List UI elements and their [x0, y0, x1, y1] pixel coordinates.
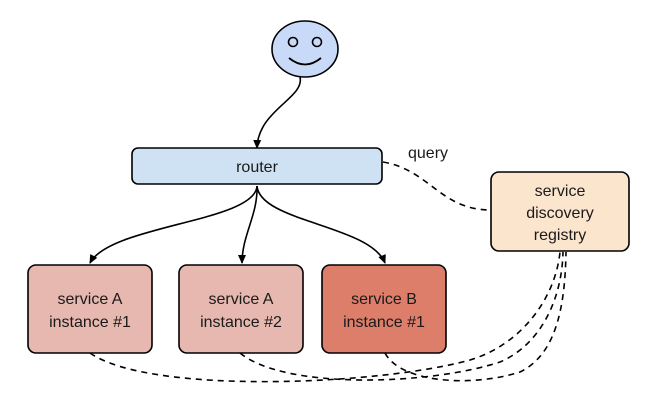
arrow-router-to-service-a2: [238, 185, 258, 264]
service-a-instance-1-label-line-1: service A: [58, 291, 123, 308]
arrow-router-to-service-b1: [256, 185, 386, 264]
registration-line-service-b1: [384, 251, 567, 382]
query-label: query: [408, 145, 448, 162]
service-b-instance-1-label-line-1: service B: [351, 291, 417, 308]
registry-label-line-1: service: [535, 183, 586, 200]
service-a-instance-2-label-line-2: instance #2: [200, 314, 282, 331]
registration-line-service-a2: [239, 251, 564, 381]
arrow-router-to-service-a1: [89, 185, 258, 264]
service-b-instance-1-node: service B instance #1: [321, 264, 447, 354]
service-a-instance-1-node: service A instance #1: [27, 264, 153, 354]
service-b-instance-1-label-line-2: instance #1: [343, 314, 425, 331]
router-node: router: [131, 147, 383, 185]
user-smiley-icon: [271, 20, 339, 78]
service-discovery-registry-node: service discovery registry: [490, 171, 630, 252]
registry-label-line-2: discovery: [526, 205, 594, 222]
router-label: router: [236, 159, 278, 176]
arrow-user-to-router: [253, 76, 301, 149]
query-connection: [382, 161, 492, 211]
service-a-instance-2-label-line-1: service A: [209, 291, 274, 308]
service-a-instance-2-node: service A instance #2: [178, 264, 304, 354]
registration-line-service-a1: [89, 251, 561, 383]
registry-label-line-3: registry: [534, 227, 586, 244]
service-a-instance-1-label-line-2: instance #1: [49, 314, 131, 331]
